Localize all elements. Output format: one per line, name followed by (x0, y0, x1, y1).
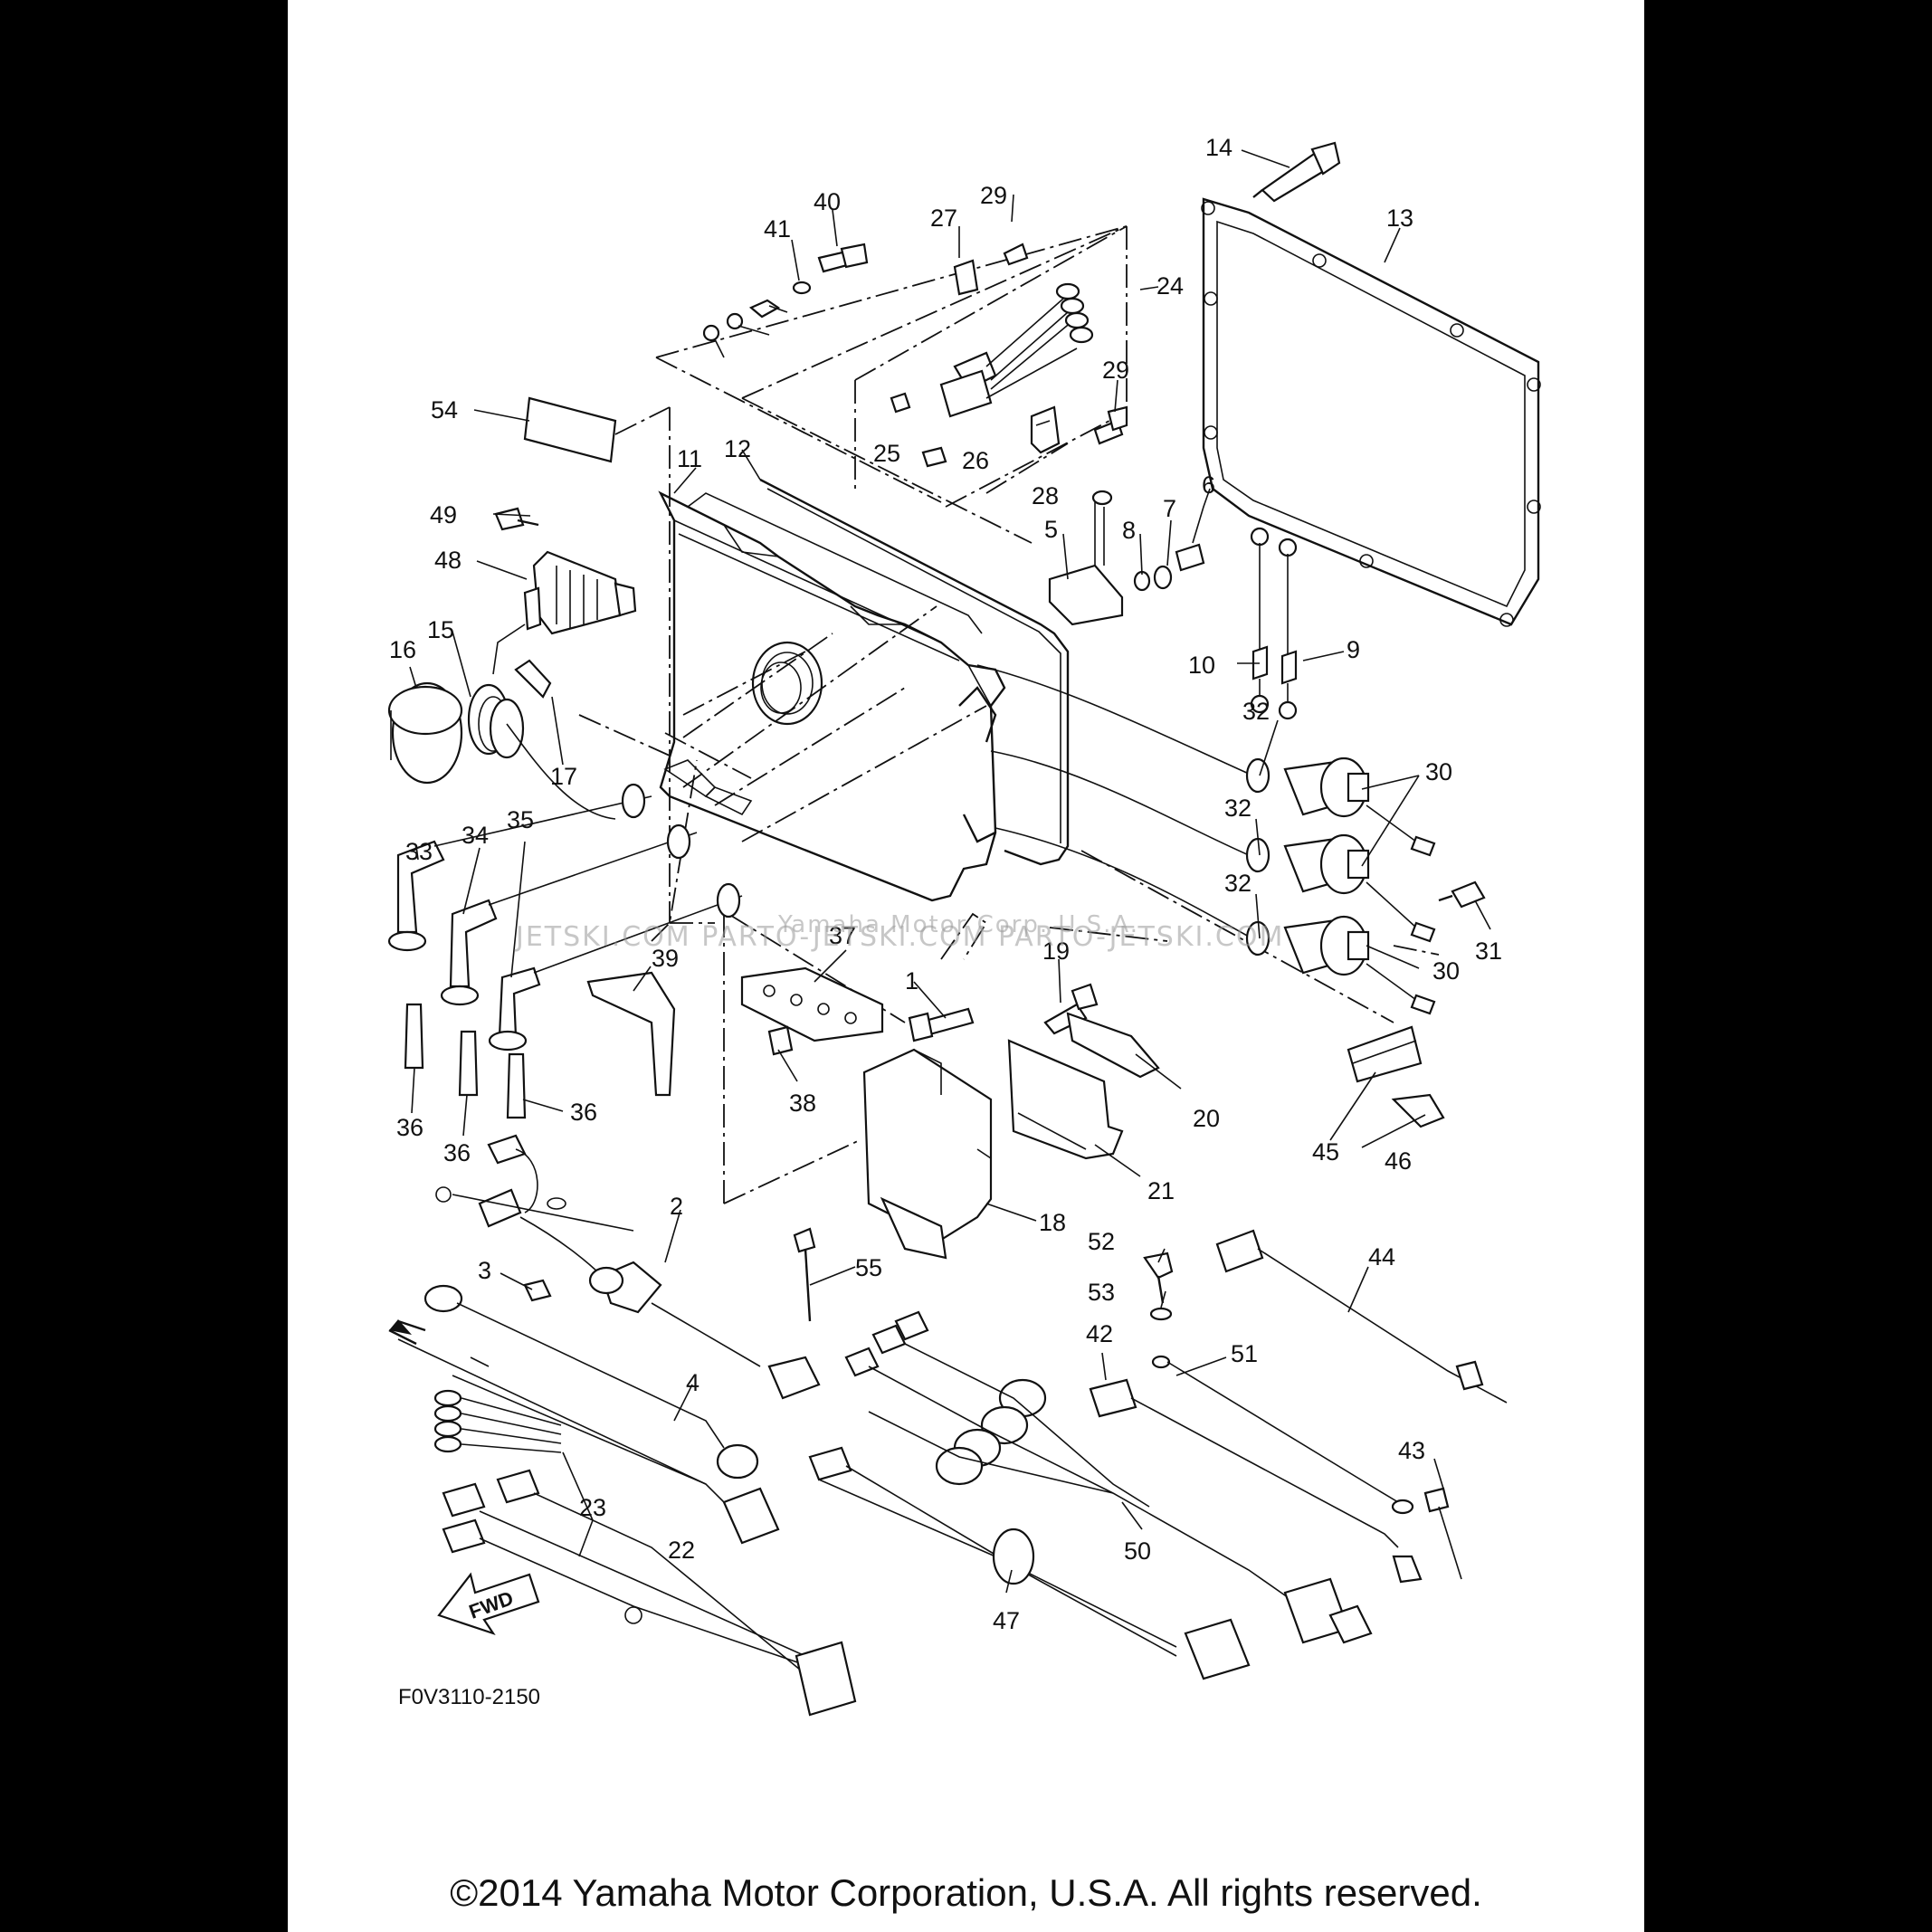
ecu-18 (862, 1048, 993, 1260)
bolt-31 (1438, 880, 1486, 909)
frame-13 (1201, 197, 1541, 627)
watermark-overlay: Yamaha Motor Corp. U.S.A. (777, 911, 1139, 938)
callout-31: 31 (1475, 937, 1502, 965)
callout-6: 6 (1202, 471, 1215, 499)
callout-12: 12 (724, 435, 751, 462)
callout-28: 28 (1032, 482, 1059, 509)
callout-2: 2 (670, 1193, 683, 1220)
callout-30b: 30 (1432, 957, 1460, 985)
callout-37: 37 (829, 922, 856, 949)
callout-36c: 36 (443, 1139, 471, 1166)
label-54 (523, 396, 617, 463)
callout-13: 13 (1386, 205, 1413, 232)
callout-55: 55 (855, 1254, 882, 1281)
leader-lines (578, 225, 1440, 1204)
callout-39: 39 (652, 945, 679, 972)
callout-5: 5 (1044, 516, 1058, 543)
callout-numbers: 14 13 29 27 40 41 24 29 54 25 26 28 11 1… (389, 134, 1502, 1634)
callout-14: 14 (1205, 134, 1232, 161)
bracket-28 (1030, 405, 1128, 454)
fwd-arrow-icon (437, 1572, 540, 1636)
callout-15: 15 (427, 616, 454, 643)
callout-16: 16 (389, 636, 416, 663)
callout-11: 11 (677, 445, 702, 472)
callout-38: 38 (789, 1090, 816, 1117)
connector-bundle-22 (433, 1389, 562, 1453)
callout-9: 9 (1347, 636, 1360, 663)
harness-4-22 (388, 1284, 780, 1545)
cables-42-44-51 (1089, 1229, 1508, 1584)
screw-14 (1252, 141, 1341, 203)
callout-52: 52 (1088, 1228, 1115, 1255)
electrical-box (658, 490, 1006, 902)
rectifier-48 (492, 507, 637, 675)
callout-50: 50 (1124, 1537, 1151, 1565)
callout-3: 3 (478, 1257, 491, 1284)
relay-group-24 (890, 243, 1094, 468)
callout-47: 47 (993, 1607, 1020, 1634)
cap-16 (387, 659, 616, 820)
bracket-45 (1347, 1025, 1445, 1128)
callout-29: 29 (980, 182, 1007, 209)
callout-46: 46 (1385, 1147, 1412, 1175)
ignition-coils-30 (976, 664, 1436, 1015)
callout-18: 18 (1039, 1209, 1066, 1236)
callout-36a: 36 (396, 1114, 424, 1141)
callout-32c: 32 (1224, 870, 1252, 897)
callout-19: 19 (1042, 937, 1070, 965)
callout-21: 21 (1147, 1177, 1175, 1204)
callout-22: 22 (668, 1537, 695, 1564)
callout-35: 35 (507, 806, 534, 833)
callout-42: 42 (1086, 1320, 1113, 1347)
callout-4: 4 (686, 1369, 700, 1396)
diagram-code: F0V3110-2150 (398, 1685, 540, 1709)
callout-27: 27 (930, 205, 957, 232)
callout-32a: 32 (1242, 698, 1270, 725)
callout-23: 23 (579, 1494, 606, 1521)
callout-53: 53 (1088, 1279, 1115, 1306)
harness-23 (442, 1469, 857, 1717)
gasket-12 (759, 478, 1070, 866)
callout-26: 26 (962, 447, 989, 474)
harness-47-50 (808, 1310, 1373, 1680)
callout-40: 40 (814, 188, 841, 215)
callout-43: 43 (1398, 1437, 1425, 1464)
callout-leaders (409, 149, 1491, 1594)
callout-33: 33 (405, 838, 433, 865)
copyright-notice: ©2014 Yamaha Motor Corporation, U.S.A. A… (450, 1871, 1482, 1914)
callout-17: 17 (550, 763, 577, 790)
bracket-20-21 (1007, 1012, 1160, 1160)
callout-20: 20 (1193, 1105, 1220, 1132)
callout-34: 34 (462, 822, 489, 849)
callout-54: 54 (431, 396, 458, 424)
cable-tie-55 (793, 1227, 816, 1322)
callout-49: 49 (430, 501, 457, 528)
callout-24: 24 (1156, 272, 1184, 300)
callout-51: 51 (1231, 1340, 1258, 1367)
watermark: JETSKI.COM PARTO-JETSKI.COM PARTO-JETSKI… (514, 921, 1284, 953)
bolt-40-washer-41 (702, 243, 869, 358)
harness-2 (435, 1134, 821, 1400)
fuse-holder-5 (1048, 490, 1298, 720)
callout-25: 25 (873, 440, 900, 467)
callout-8: 8 (1122, 517, 1136, 544)
callout-36b: 36 (570, 1099, 597, 1126)
callout-45: 45 (1312, 1138, 1339, 1166)
callout-41: 41 (764, 215, 791, 243)
callout-29b: 29 (1102, 357, 1129, 384)
callout-32b: 32 (1224, 795, 1252, 822)
spark-plug-caps (387, 783, 743, 1119)
callout-1: 1 (905, 967, 918, 995)
holders-37-38-39 (586, 966, 884, 1097)
callout-48: 48 (434, 547, 462, 574)
callout-7: 7 (1163, 495, 1176, 522)
callout-30a: 30 (1425, 758, 1452, 785)
callout-10: 10 (1188, 652, 1215, 679)
bolts-1-19 (908, 983, 1099, 1042)
callout-44: 44 (1368, 1243, 1395, 1271)
